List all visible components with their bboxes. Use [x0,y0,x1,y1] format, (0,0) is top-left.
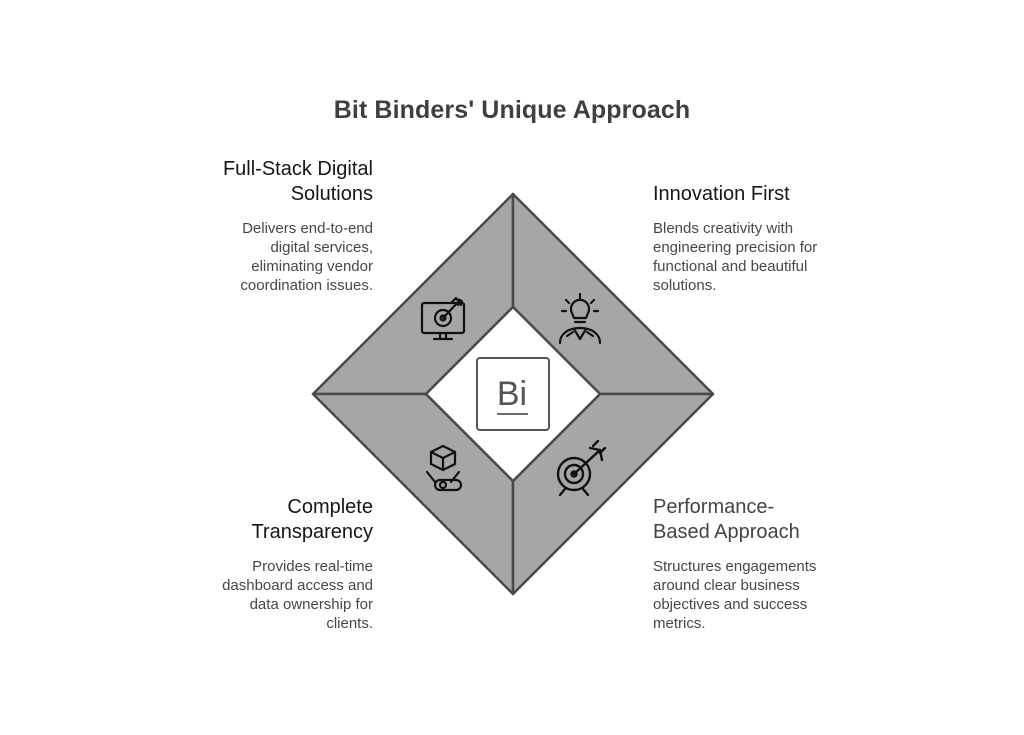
bi-logo: Bi [476,357,550,431]
quadrant-top-left-text: Full-Stack Digital Solutions Delivers en… [196,157,373,295]
heading-performance: Performance-Based Approach [653,496,800,543]
heading-innovation: Innovation First [653,183,790,205]
page-title: Bit Binders' Unique Approach [333,96,691,124]
lightbulb-person-icon [558,292,602,345]
svg-text:Bi: Bi [497,375,527,413]
heading-transparency: Complete Transparency [251,496,373,543]
monitor-target-icon [420,296,466,341]
quadrant-bottom-left-text: Complete Transparency Provides real-time… [206,495,373,633]
desc-full-stack: Delivers end-to-end digital services, el… [240,220,373,294]
heading-full-stack: Full-Stack Digital Solutions [222,158,373,205]
desc-transparency: Provides real-time dashboard access and … [222,558,373,632]
target-arrow-icon [556,439,607,497]
desc-performance: Structures engagements around clear busi… [653,558,817,632]
quadrant-top-right-text: Innovation First Blends creativity with … [653,182,828,295]
desc-innovation: Blends creativity with engineering preci… [653,220,818,294]
quadrant-bottom-right-text: Performance-Based Approach Structures en… [653,495,828,633]
cube-hand-icon [425,444,463,492]
